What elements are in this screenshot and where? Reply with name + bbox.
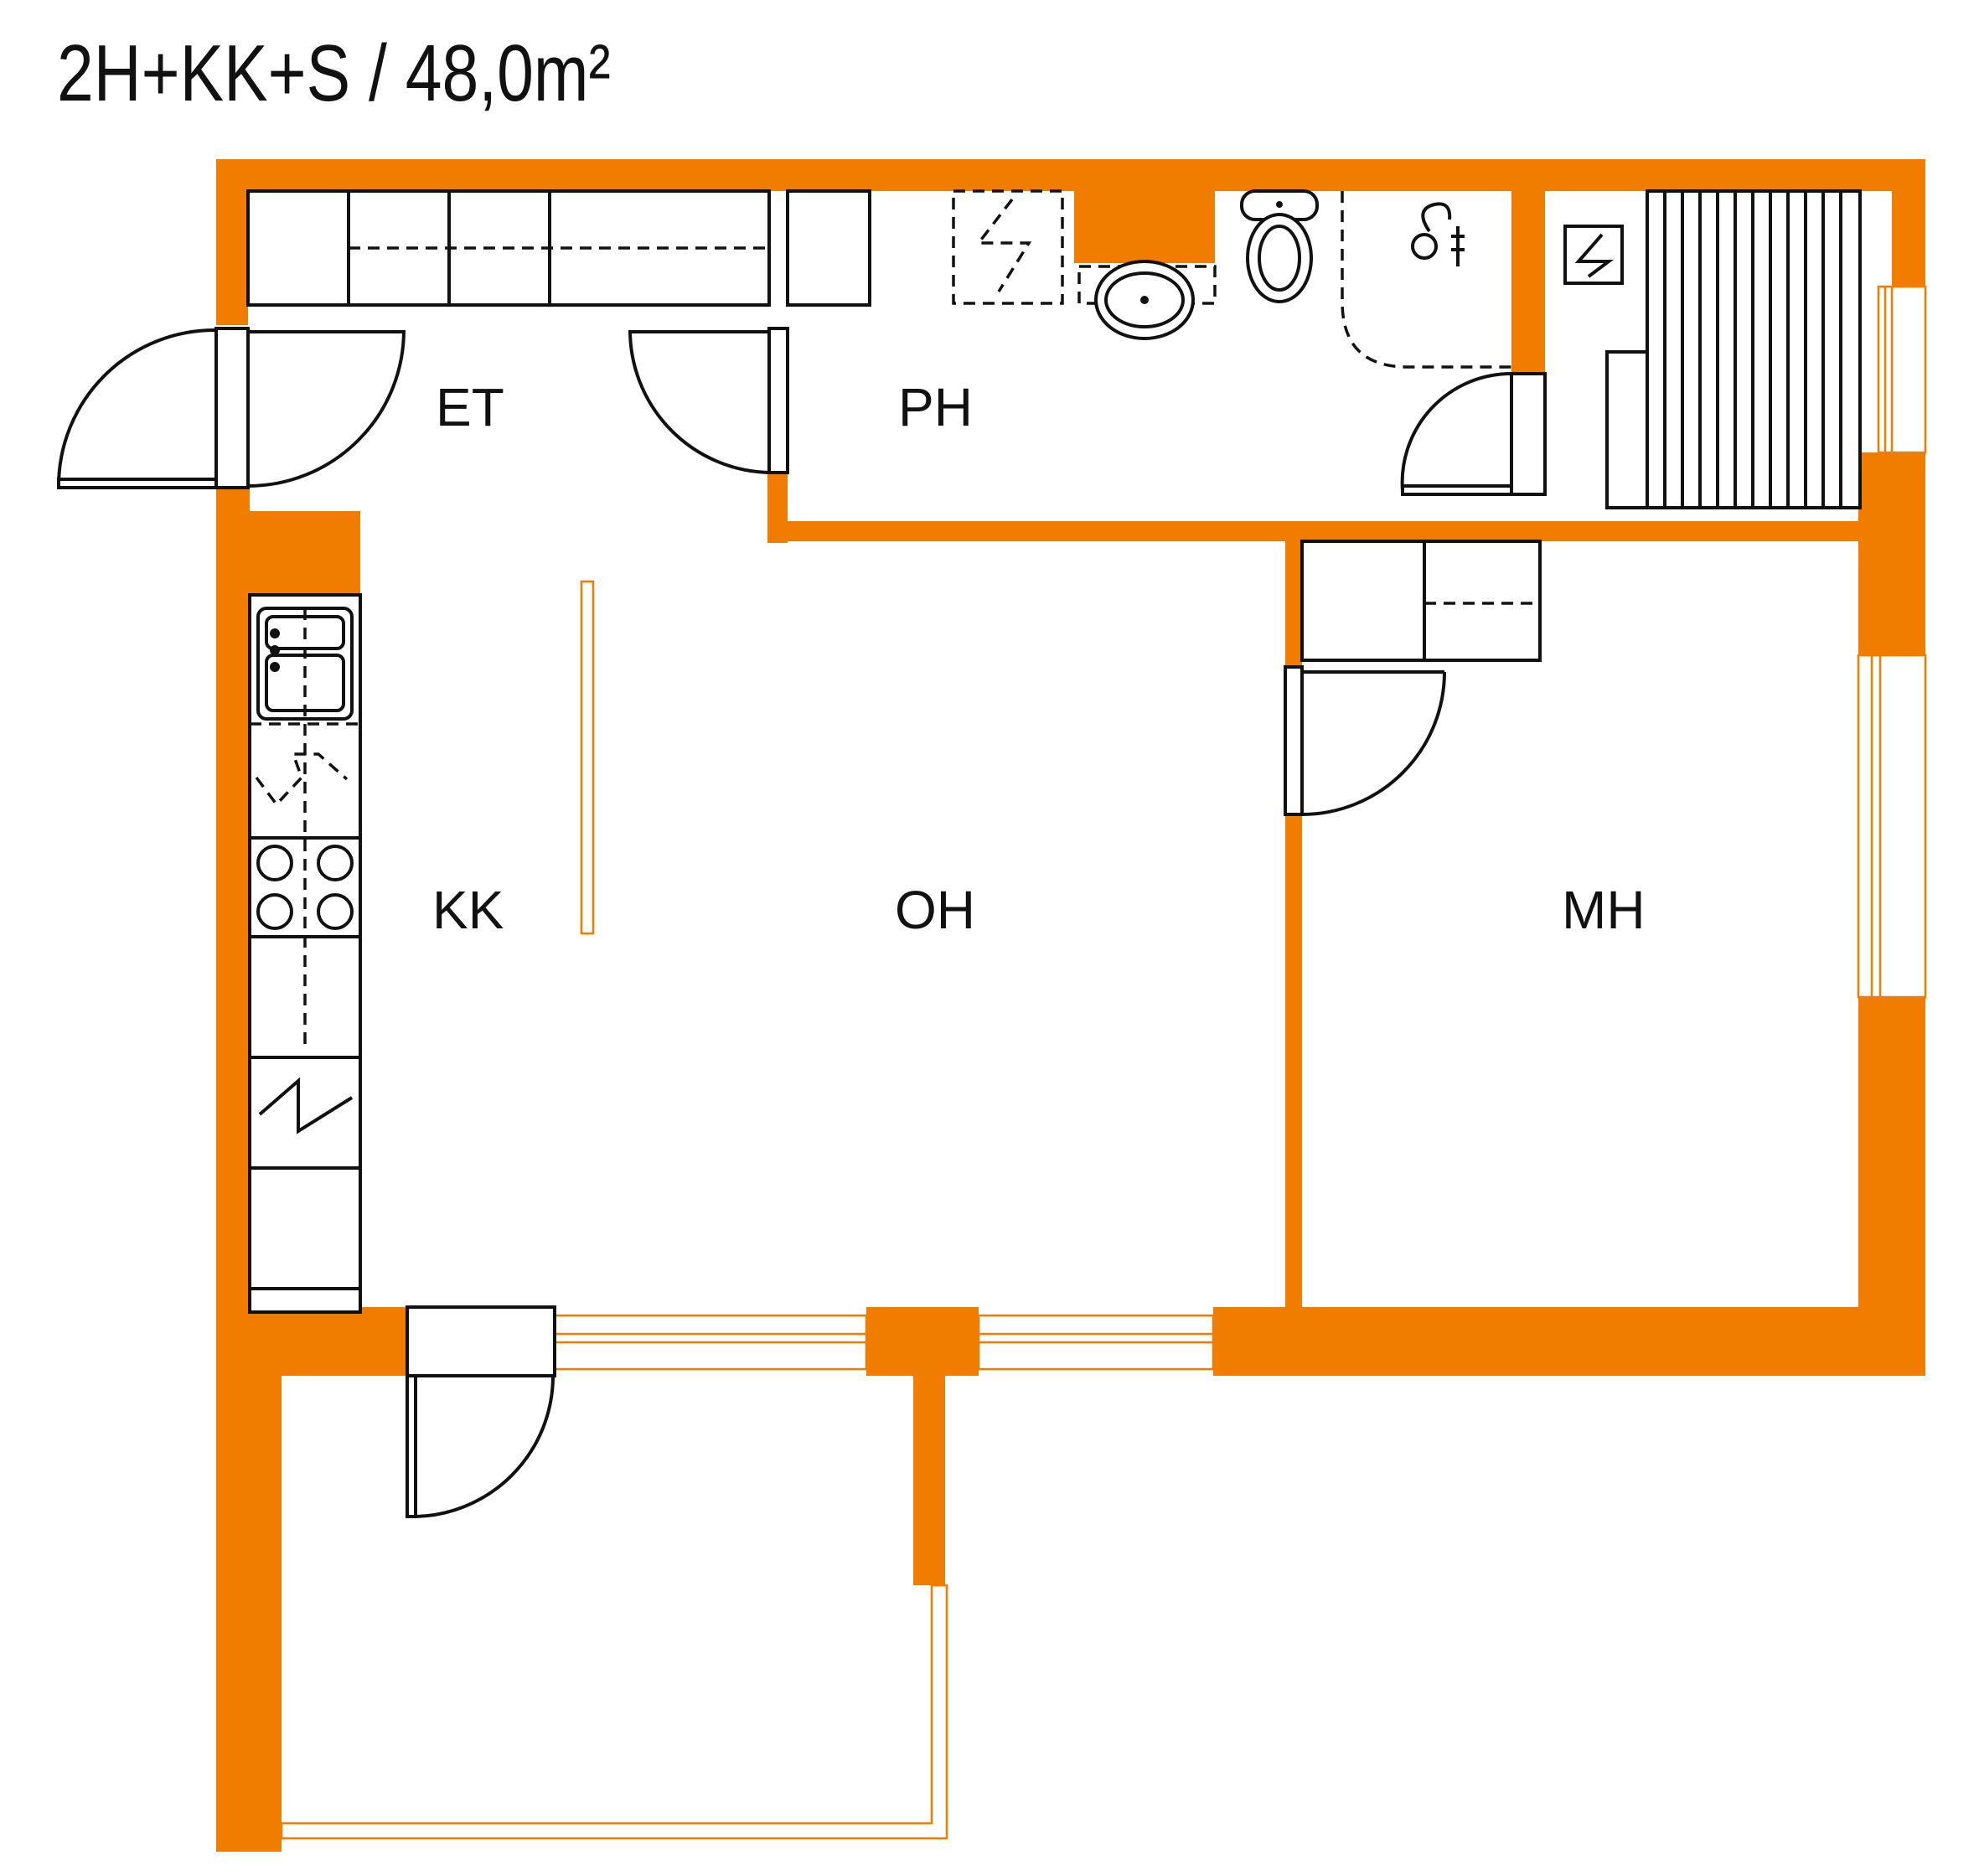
room-labels: ET PH KK OH MH — [432, 377, 1646, 940]
doors — [57, 327, 1547, 1518]
window-sauna — [1877, 285, 1927, 454]
toilet-icon — [1240, 189, 1319, 303]
sauna-bench — [1605, 189, 1862, 509]
fridge-icon — [258, 1077, 354, 1134]
room-label-oh: OH — [895, 880, 975, 940]
wall-left-stub — [248, 511, 360, 595]
plan-title: 2H+KK+S / 48,0m² — [57, 28, 611, 118]
entrance-door — [57, 327, 250, 489]
wall-ph-top-block — [1074, 191, 1215, 263]
wall-sauna-left — [1511, 191, 1545, 377]
wall-sauna-right — [1858, 452, 1892, 509]
door-balcony — [406, 1305, 556, 1518]
wardrobe-hallway-narrow — [786, 189, 871, 307]
wall-right-upper — [1892, 159, 1925, 287]
wardrobe-bedroom — [1300, 540, 1542, 662]
room-label-et: ET — [436, 377, 504, 437]
door-hallway — [247, 329, 406, 488]
shower-icon — [1341, 191, 1511, 369]
wall-mh-left — [1285, 541, 1302, 1307]
kitchen-sink-icon — [256, 607, 354, 1047]
stove-icon — [256, 845, 354, 930]
wall-bottom-left — [216, 1307, 407, 1376]
wall-left-top — [216, 159, 248, 325]
wall-balcony-divider — [913, 1376, 945, 1585]
room-label-mh: MH — [1562, 880, 1646, 940]
balcony-railing — [280, 1584, 948, 1840]
door-bathroom — [628, 327, 789, 474]
wall-left-balcony — [216, 1341, 282, 1852]
wall-left-main — [216, 486, 250, 1376]
wardrobe-hallway — [246, 189, 771, 307]
window-mh — [1857, 654, 1927, 999]
windows — [280, 285, 1927, 1840]
wall-top — [216, 159, 1925, 191]
room-label-ph: PH — [898, 377, 973, 437]
wall-bottom-right — [1213, 1307, 1925, 1376]
wall-ph-bottom — [767, 521, 1925, 541]
door-sauna — [1400, 371, 1547, 496]
dishwasher-icon — [255, 752, 349, 807]
washing-machine-icon — [952, 189, 1064, 305]
fixtures — [246, 189, 1862, 1314]
sauna-heater-icon — [1563, 225, 1624, 285]
wall-bottom-mid — [866, 1307, 979, 1376]
room-label-kk: KK — [432, 880, 504, 940]
washbasin-icon — [1077, 260, 1217, 340]
kitchen-divider-glass — [580, 580, 595, 935]
door-bedroom — [1284, 665, 1446, 816]
